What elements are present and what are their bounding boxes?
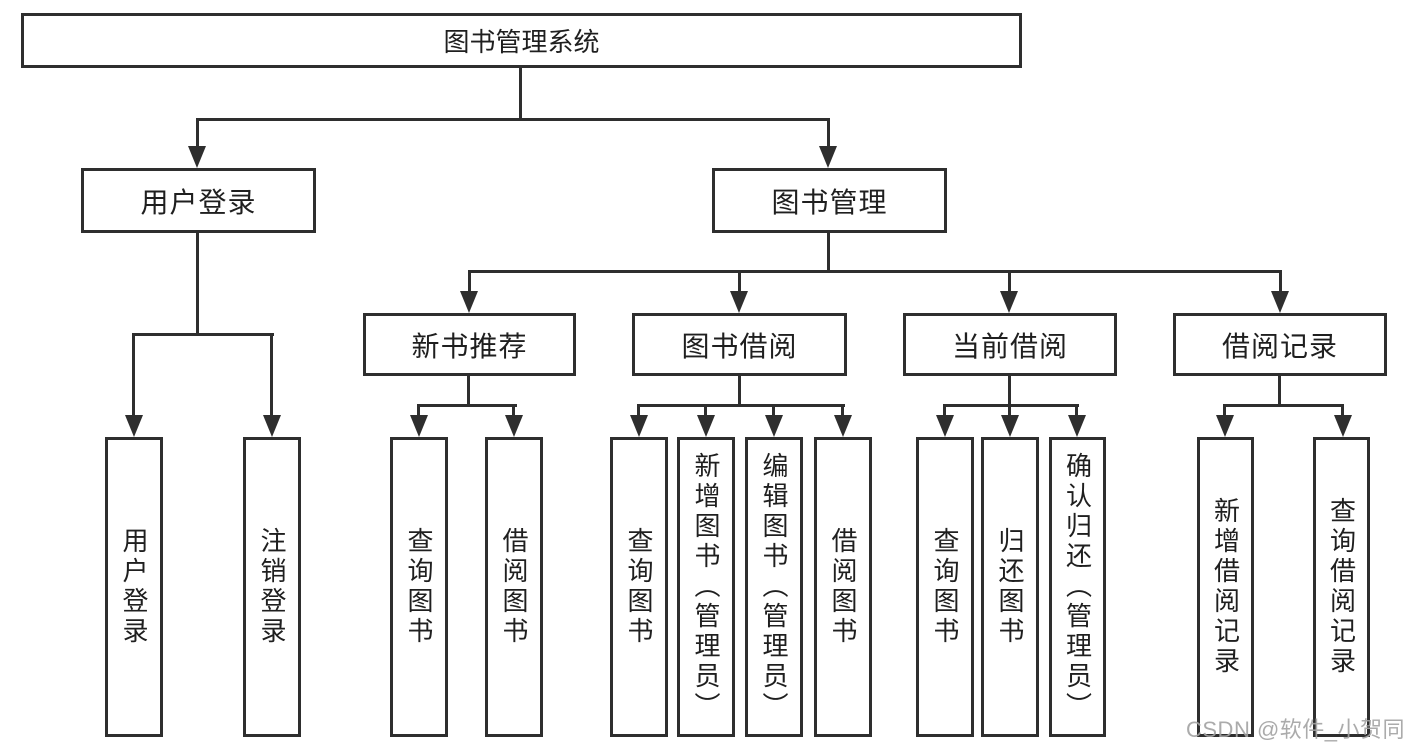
connector-newbook-vertical <box>467 376 470 407</box>
connector-stem <box>841 404 844 421</box>
connector-records-vertical <box>1278 376 1281 407</box>
csdn-watermark: CSDN @软件_小贺同学 <box>1186 717 1405 742</box>
connector-bookmgmt-horizontal <box>468 270 1282 273</box>
leaf-logout: 注销登录 <box>243 437 301 737</box>
leaf-user-login: 用户登录 <box>105 437 163 737</box>
node-label: 归还图书 <box>995 527 1025 647</box>
node-label: 借阅图书 <box>828 527 858 647</box>
node-label: 图书管理系统 <box>443 27 600 57</box>
arrow-down-icon <box>1271 291 1289 313</box>
node-root-library-management-system: 图书管理系统 <box>21 13 1022 68</box>
leaf-return-books: 归还图书 <box>981 437 1039 737</box>
node-label: 查询图书 <box>404 527 434 647</box>
arrow-down-icon <box>460 291 478 313</box>
connector-stem <box>1341 404 1344 421</box>
leaf-add-borrow-record: 新增借阅记录 <box>1197 437 1254 737</box>
connector-stem <box>1223 404 1226 421</box>
arrow-down-icon <box>1001 415 1019 437</box>
arrow-down-icon <box>1068 415 1086 437</box>
arrow-down-icon <box>1216 415 1234 437</box>
arrow-down-icon <box>1000 291 1018 313</box>
connector-stem <box>772 404 775 421</box>
connector-stem <box>468 270 471 296</box>
node-label: 借阅记录 <box>1221 330 1338 362</box>
node-book-management: 图书管理 <box>712 168 947 233</box>
connector-stem <box>1008 404 1011 421</box>
connector-newbook-horizontal <box>417 404 517 407</box>
connector-stem <box>512 404 515 421</box>
leaf-query-books-borrowing: 查询图书 <box>610 437 668 737</box>
connector-stem <box>196 118 199 150</box>
node-user-login: 用户登录 <box>81 168 316 233</box>
leaf-query-books-current: 查询图书 <box>916 437 974 737</box>
arrow-down-icon <box>630 415 648 437</box>
leaf-confirm-return-admin: 确认归还（管理员） <box>1049 437 1106 737</box>
node-label: 图书管理 <box>771 186 888 218</box>
connector-borrow-horizontal <box>637 404 845 407</box>
arrow-down-icon <box>697 415 715 437</box>
leaf-query-borrow-record: 查询借阅记录 <box>1313 437 1370 737</box>
connector-current-vertical <box>1008 376 1011 407</box>
arrow-down-icon <box>819 146 837 168</box>
connector-root-vertical <box>519 68 522 120</box>
connector-stem <box>1008 270 1011 296</box>
node-label: 新增图书（管理员） <box>691 452 721 722</box>
connector-stem <box>417 404 420 421</box>
node-book-borrowing: 图书借阅 <box>632 313 847 376</box>
connector-stem <box>827 118 830 150</box>
node-label: 确认归还（管理员） <box>1062 452 1093 722</box>
node-new-book-recommend: 新书推荐 <box>363 313 576 376</box>
node-current-borrowing: 当前借阅 <box>903 313 1117 376</box>
node-label: 编辑图书（管理员） <box>759 452 789 722</box>
node-label: 借阅图书 <box>499 527 529 647</box>
node-label: 查询图书 <box>930 527 960 647</box>
connector-bookmgmt-vertical <box>827 233 830 272</box>
arrow-down-icon <box>263 415 281 437</box>
connector-stem <box>1075 404 1078 421</box>
connector-borrow-vertical <box>738 376 741 407</box>
connector-stem <box>704 404 707 421</box>
connector-current-horizontal <box>943 404 1079 407</box>
connector-stem <box>1279 270 1282 296</box>
leaf-add-books-admin: 新增图书（管理员） <box>677 437 735 737</box>
arrow-down-icon <box>765 415 783 437</box>
leaf-borrow-books: 借阅图书 <box>814 437 872 737</box>
connector-userlogin-vertical <box>196 233 199 336</box>
arrow-down-icon <box>1334 415 1352 437</box>
arrow-down-icon <box>834 415 852 437</box>
connector-stem <box>637 404 640 421</box>
arrow-down-icon <box>730 291 748 313</box>
node-label: 新增借阅记录 <box>1210 497 1241 677</box>
node-label: 当前借阅 <box>951 330 1068 362</box>
connector-stem <box>132 333 135 421</box>
connector-records-horizontal <box>1223 404 1344 407</box>
connector-stem <box>943 404 946 421</box>
arrow-down-icon <box>125 415 143 437</box>
arrow-down-icon <box>936 415 954 437</box>
node-label: 图书借阅 <box>681 330 798 362</box>
node-label: 注销登录 <box>257 527 287 647</box>
node-borrowing-records: 借阅记录 <box>1173 313 1387 376</box>
leaf-edit-books-admin: 编辑图书（管理员） <box>745 437 803 737</box>
node-label: 查询图书 <box>624 527 654 647</box>
node-label: 用户登录 <box>140 186 257 218</box>
arrow-down-icon <box>188 146 206 168</box>
node-label: 查询借阅记录 <box>1326 497 1357 677</box>
leaf-query-books-recommend: 查询图书 <box>390 437 448 737</box>
node-label: 新书推荐 <box>411 330 528 362</box>
connector-stem <box>270 333 273 421</box>
connector-userlogin-horizontal <box>133 333 274 336</box>
leaf-borrow-books-recommend: 借阅图书 <box>485 437 543 737</box>
connector-root-horizontal <box>196 118 830 121</box>
node-label: 用户登录 <box>119 527 149 647</box>
arrow-down-icon <box>505 415 523 437</box>
connector-stem <box>738 270 741 296</box>
arrow-down-icon <box>410 415 428 437</box>
